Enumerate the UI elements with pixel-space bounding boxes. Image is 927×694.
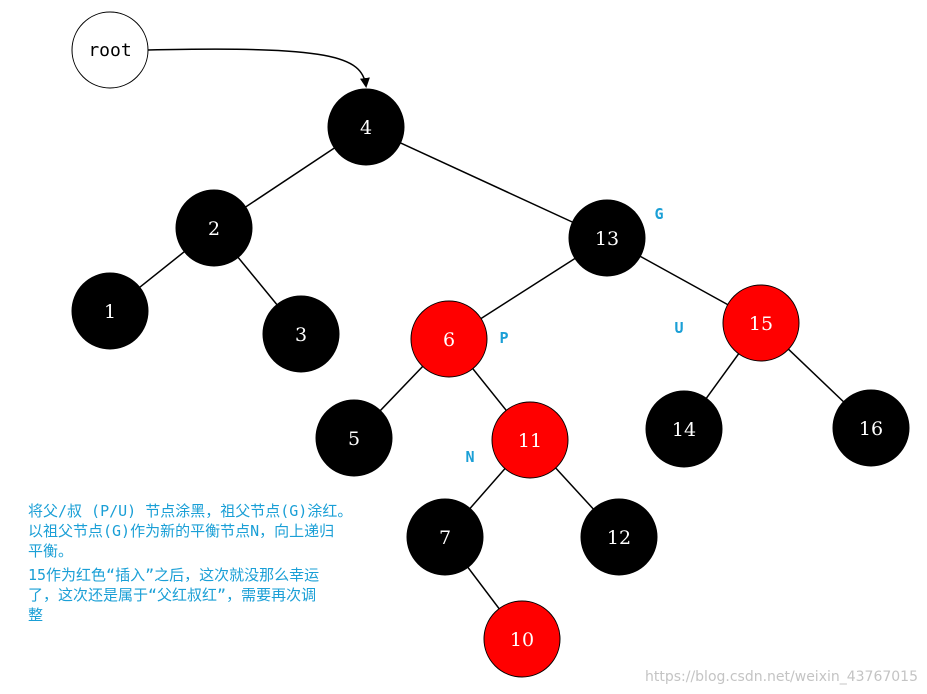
tree-node-10: 10	[483, 600, 561, 678]
note-line: 整	[28, 606, 43, 624]
root-label: root	[88, 40, 131, 61]
red-node-circle	[410, 300, 488, 378]
note-line: 以祖父节点(G)作为新的平衡节点N，向上递归	[28, 522, 334, 540]
tree-node-15: 15	[722, 284, 800, 362]
tree-node-4: 4	[327, 88, 405, 166]
node-label: 14	[672, 419, 696, 441]
tag-uncle: U	[674, 319, 683, 337]
tag-grandparent: G	[654, 205, 663, 223]
tag-parent: P	[499, 329, 508, 347]
note-line: 了，这次还是属于“父红叔红”，需要再次调	[28, 586, 316, 604]
tree-node-7: 7	[406, 498, 484, 576]
note-line: 将父/叔 (P/U) 节点涂黑，祖父节点(G)涂红。	[28, 502, 352, 520]
tree-node-5: 5	[315, 399, 393, 477]
red-node-circle	[483, 600, 561, 678]
red-node-circle	[491, 401, 569, 479]
node-label: 10	[510, 629, 534, 651]
tree-node-14: 14	[645, 390, 723, 468]
node-label: 5	[348, 428, 360, 450]
tree-node-12: 12	[580, 498, 658, 576]
tree-node-16: 16	[832, 389, 910, 467]
tree-node-13: 13	[568, 199, 646, 277]
node-label: 1	[104, 301, 116, 323]
note-line: 15作为红色“插入”之后，这次就没那么幸运	[28, 566, 319, 584]
node-label: 2	[208, 218, 220, 240]
tree-edge	[365, 126, 608, 239]
black-node-circle	[568, 199, 646, 277]
watermark: https://blog.csdn.net/weixin_43767015	[645, 669, 918, 685]
tree-node-3: 3	[262, 295, 340, 373]
root-pointer: root	[71, 11, 370, 89]
tree-node-6: 6	[410, 300, 488, 378]
explanation-note: 将父/叔 (P/U) 节点涂黑，祖父节点(G)涂红。 以祖父节点(G)作为新的平…	[28, 502, 352, 624]
node-label: 13	[595, 228, 619, 250]
node-label: 6	[443, 329, 455, 351]
tag-new-node: N	[465, 448, 474, 466]
black-node-circle	[315, 399, 393, 477]
black-node-circle	[580, 498, 658, 576]
root-arrow	[147, 48, 370, 88]
black-node-circle	[327, 88, 405, 166]
node-label: 3	[295, 324, 307, 346]
black-node-circle	[645, 390, 723, 468]
black-node-circle	[262, 295, 340, 373]
black-node-circle	[175, 189, 253, 267]
red-node-circle	[722, 284, 800, 362]
black-node-circle	[406, 498, 484, 576]
tree-node-2: 2	[175, 189, 253, 267]
black-node-circle	[71, 272, 149, 350]
node-label: 11	[518, 430, 542, 452]
tree-node-1: 1	[71, 272, 149, 350]
note-line: 平衡。	[28, 542, 73, 560]
black-node-circle	[832, 389, 910, 467]
node-label: 12	[607, 527, 631, 549]
node-label: 15	[749, 313, 773, 335]
tree-node-11: 11	[491, 401, 569, 479]
node-label: 7	[439, 527, 451, 549]
node-label: 16	[859, 418, 883, 440]
node-label: 4	[360, 117, 372, 139]
